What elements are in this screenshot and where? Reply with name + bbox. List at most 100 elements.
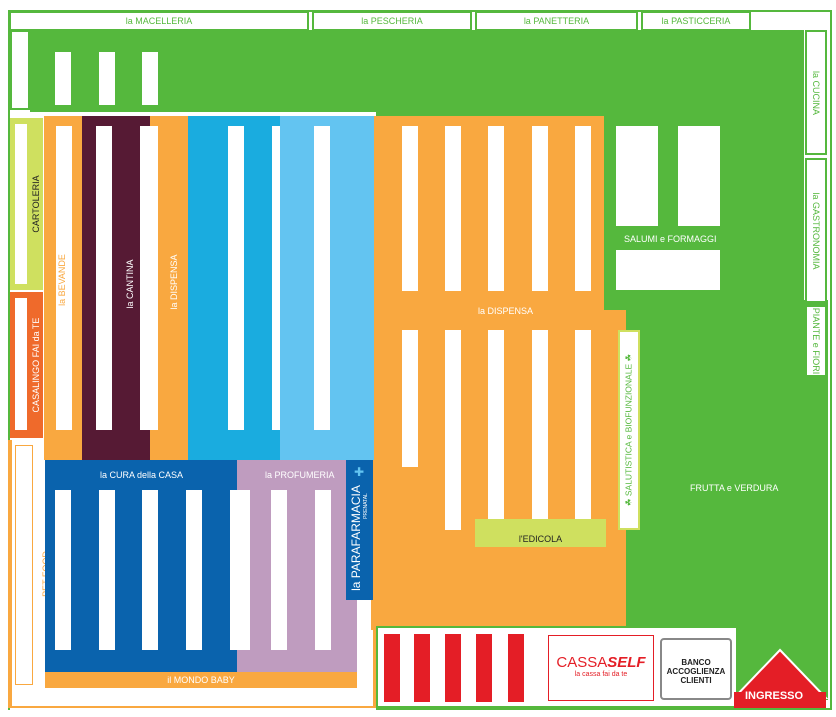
dept-parafarmacia-sub: PRENATAL <box>363 493 369 519</box>
dept-pet-food[interactable]: PET FOOD <box>10 442 51 688</box>
leaf-icon: ☘ <box>623 496 634 507</box>
dept-edicola-label: l'EDICOLA <box>518 534 563 544</box>
cassa-title: CASSA <box>556 654 608 671</box>
shelf <box>314 126 330 430</box>
checkout-lane <box>476 634 492 702</box>
bottom-frame-orange <box>10 688 376 708</box>
dept-surgelati[interactable]: ❄ i SURGELATI <box>280 116 374 460</box>
checkout-lane <box>508 634 524 702</box>
shelf <box>142 490 158 650</box>
left-top-strip <box>10 30 30 110</box>
aisle-surgelati-text: i SURGELATI <box>318 243 329 299</box>
shelf <box>15 298 27 430</box>
dept-salutistica-label: ☘ SALUTISTICA e BIOFUNZIONALE ☘ <box>624 354 635 506</box>
dept-fresco[interactable]: il FRESCO CONFEZIONATO <box>188 116 288 460</box>
dept-casalingo-label: CASALINGO FAI da TE <box>31 317 41 413</box>
shelf <box>616 126 658 226</box>
shelf <box>15 124 27 284</box>
dept-mondo-baby-label: il MONDO BABY <box>167 675 235 685</box>
shelf <box>488 126 504 291</box>
aisle-dispensa-small-label: la DISPENSA <box>169 254 179 310</box>
dept-gastronomia[interactable]: la GASTRONOMIA <box>805 158 827 303</box>
shelf <box>402 126 418 291</box>
shelf <box>357 600 371 678</box>
shelf <box>55 52 71 105</box>
shelf <box>142 52 158 105</box>
shelf <box>186 490 202 650</box>
dept-pescheria-label: la PESCHERIA <box>361 16 423 26</box>
cross-icon: ✚ <box>354 465 365 479</box>
dept-cucina-label: la CUCINA <box>811 70 821 115</box>
shelf <box>532 126 548 291</box>
dept-piante-label: PIANTE e FIORI <box>811 307 821 375</box>
shelf <box>15 445 33 685</box>
dept-salutistica[interactable]: ☘ SALUTISTICA e BIOFUNZIONALE ☘ <box>618 330 640 530</box>
aisle-bevande-label: la BEVANDE <box>57 254 67 306</box>
shelf <box>575 126 591 291</box>
shelf <box>56 126 72 430</box>
dept-frutta-label: FRUTTA e VERDURA <box>690 483 779 493</box>
dept-gastronomia-label: la GASTRONOMIA <box>811 191 821 270</box>
shelf <box>445 126 461 291</box>
checkout-lane <box>384 634 400 702</box>
shelf <box>271 490 287 650</box>
shelf <box>99 490 115 650</box>
dept-macelleria[interactable]: la MACELLERIA <box>9 11 309 31</box>
checkout-lanes[interactable] <box>384 634 544 702</box>
leaf-icon: ☘ <box>623 353 634 364</box>
dept-salutistica-text: SALUTISTICA e BIOFUNZIONALE <box>623 363 634 497</box>
dept-parafarmacia[interactable]: la PARAFARMACIA PRENATAL ✚ <box>346 460 373 600</box>
shelf <box>142 126 158 430</box>
banco-line3: CLIENTI <box>680 676 712 685</box>
shelf <box>402 330 418 467</box>
dept-cantina[interactable]: la CANTINA <box>82 116 156 460</box>
dept-cartoleria-label: CARTOLERIA <box>31 175 41 233</box>
aisle-surgelati-label: ❄ i SURGELATI <box>319 244 330 309</box>
shelf <box>234 490 250 650</box>
dept-profumeria-label: la PROFUMERIA <box>265 470 335 480</box>
cassa-self-word: SELF <box>607 654 646 671</box>
shelf <box>616 250 720 290</box>
dept-macelleria-label: la MACELLERIA <box>125 16 193 26</box>
shelf <box>532 330 548 530</box>
shelf <box>678 126 720 226</box>
shelf <box>488 330 504 530</box>
aisle-cantina-label: la CANTINA <box>125 259 135 309</box>
checkout-lane <box>445 634 461 702</box>
banco-line1: BANCO <box>681 658 711 667</box>
shelf <box>315 490 331 650</box>
aisle-fresco-label: il FRESCO CONFEZIONATO <box>231 223 241 341</box>
dept-panetteria-label: la PANETTERIA <box>523 16 590 26</box>
checkout-lane <box>414 634 430 702</box>
dept-pasticceria-label: la PASTICCERIA <box>661 16 731 26</box>
dept-mondo-baby[interactable]: il MONDO BABY <box>45 672 357 688</box>
dept-casalingo[interactable]: CASALINGO FAI da TE <box>10 292 43 438</box>
dept-pasticceria[interactable]: la PASTICCERIA <box>641 11 751 31</box>
banco-accoglienza[interactable]: BANCO ACCOGLIENZA CLIENTI <box>660 638 732 700</box>
dept-cucina[interactable]: la CUCINA <box>805 30 827 155</box>
dept-profumeria[interactable]: la PROFUMERIA <box>234 460 357 672</box>
shelf <box>575 330 591 530</box>
shelf <box>55 490 71 650</box>
ingresso-arrow-icon[interactable] <box>732 648 828 710</box>
snowflake-icon: ❄ <box>318 298 329 309</box>
dept-parafarmacia-label: la PARAFARMACIA <box>349 485 363 591</box>
dept-piante[interactable]: PIANTE e FIORI <box>805 305 827 377</box>
dept-salumi-label: SALUMI e FORMAGGI <box>624 234 717 244</box>
shelf <box>230 490 237 650</box>
dept-bevande[interactable]: la BEVANDE <box>44 116 82 460</box>
cassa-self-title: CASSASELF <box>549 654 653 671</box>
aisle-dispensa-main-label: la DISPENSA <box>478 306 534 316</box>
dept-cura-casa[interactable]: la CURA della CASA <box>45 460 237 672</box>
dept-edicola[interactable]: l'EDICOLA <box>475 519 606 547</box>
shelf <box>445 330 461 530</box>
shelf <box>99 52 115 105</box>
cassa-self-sub: la cassa fai da te <box>574 671 628 678</box>
dept-cartoleria[interactable]: CARTOLERIA <box>10 118 43 290</box>
bottom-frame-orange-left <box>8 440 12 708</box>
dept-panetteria[interactable]: la PANETTERIA <box>475 11 638 31</box>
cassa-self[interactable]: CASSASELF la cassa fai da te <box>548 635 654 701</box>
dept-pescheria[interactable]: la PESCHERIA <box>312 11 472 31</box>
dept-cura-casa-label: la CURA della CASA <box>100 470 184 480</box>
shelf <box>228 126 244 430</box>
